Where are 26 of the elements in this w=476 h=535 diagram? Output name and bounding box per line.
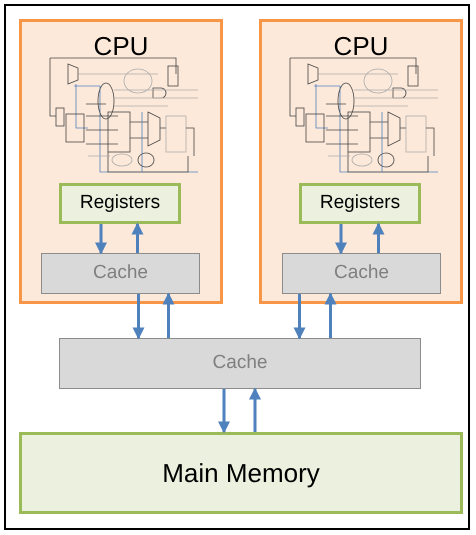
node-label: Main Memory [162, 458, 320, 488]
node-label: Cache [212, 353, 268, 374]
arrow [372, 222, 384, 253]
arrow [162, 292, 174, 338]
arrow [132, 222, 144, 253]
arrow [249, 388, 261, 432]
node-label: CPU [334, 32, 388, 61]
registers-box [299, 183, 421, 224]
node-label: Registers [80, 193, 160, 214]
cpu-box [19, 19, 223, 304]
registers-box [59, 183, 181, 224]
arrow [95, 224, 107, 254]
arrow [218, 389, 230, 434]
arrow [132, 294, 144, 340]
node-label: Registers [320, 193, 400, 214]
cache-box [41, 253, 200, 294]
cpu-box [259, 19, 463, 304]
node-label: CPU [94, 32, 148, 61]
arrow [294, 294, 306, 340]
cache-box [282, 253, 441, 294]
node-label: Cache [334, 263, 389, 284]
memory-box [19, 432, 463, 514]
arrow [335, 224, 347, 254]
arrow [324, 292, 336, 338]
cache-box [59, 338, 421, 389]
node-label: Cache [93, 263, 148, 284]
